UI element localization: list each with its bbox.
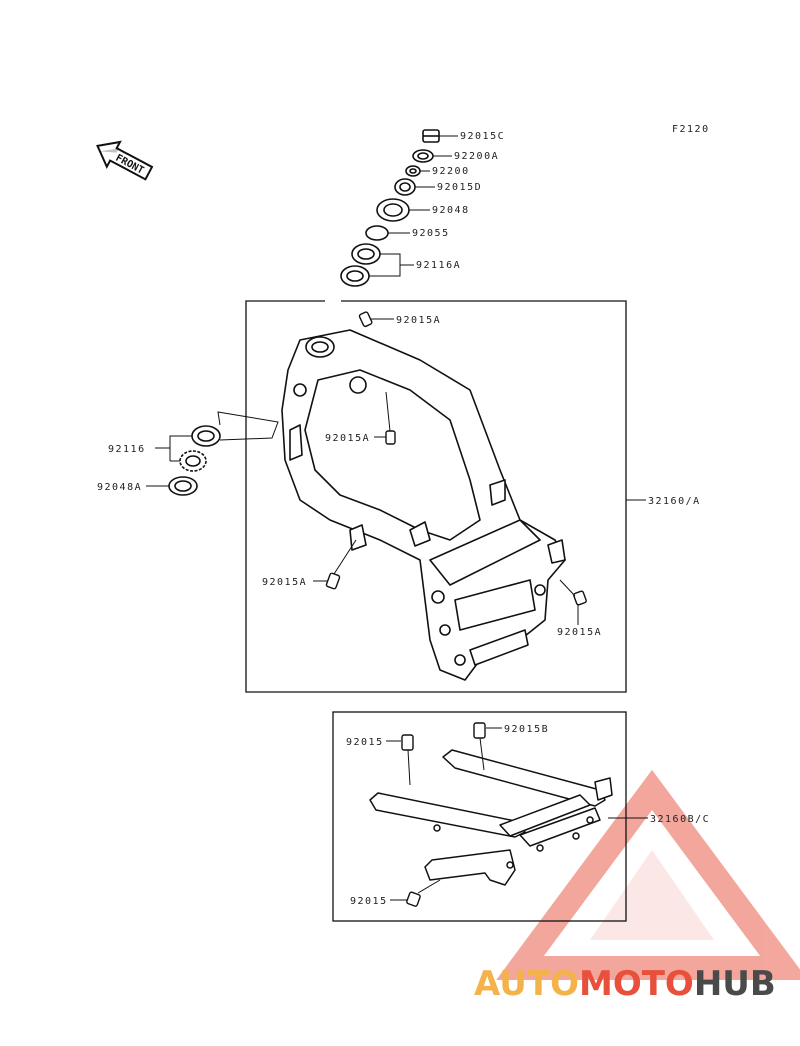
main-frame-32160a	[281, 329, 566, 681]
subframe-bolts	[401, 722, 486, 907]
top-leader-lines	[369, 135, 458, 277]
label-92116: 92116	[108, 444, 146, 455]
main-frame-box	[245, 300, 627, 693]
figure-ref-code: F2120	[672, 124, 710, 135]
steering-head-top-parts	[340, 129, 440, 287]
label-92200: 92200	[432, 166, 470, 177]
front-direction-arrow: FRONT	[96, 140, 154, 181]
watermark-hub: HUB	[694, 964, 776, 1004]
label-92015-sub-top: 92015	[346, 737, 384, 748]
steering-head-lower-parts	[168, 425, 221, 496]
subframe-box	[332, 711, 627, 922]
watermark-moto: MOTO	[579, 964, 694, 1004]
label-32160bc: 32160B/C	[650, 814, 710, 825]
frame-leader-lines	[146, 318, 646, 625]
subframe-32160bc	[369, 749, 613, 886]
label-92200a: 92200A	[454, 151, 499, 162]
label-92015a-left: 92015A	[262, 577, 307, 588]
label-92015a-right: 92015A	[557, 627, 602, 638]
label-92015a-top: 92015A	[396, 315, 441, 326]
label-32160a: 32160/A	[648, 496, 701, 507]
label-92015-sub-bottom: 92015	[350, 896, 388, 907]
subframe-leader-lines	[386, 727, 648, 901]
label-92116a: 92116A	[416, 260, 461, 271]
watermark-auto: AUTO	[474, 964, 579, 1004]
label-92048a: 92048A	[97, 482, 142, 493]
watermark-triangle-logo	[496, 769, 800, 980]
label-92048: 92048	[432, 205, 470, 216]
label-92015c: 92015C	[460, 131, 505, 142]
frame-bolts	[325, 311, 587, 606]
svg-text:AUTOMOTOHUB: AUTOMOTOHUB	[474, 964, 776, 1004]
watermark-text: AUTOMOTOHUB	[474, 964, 776, 1004]
label-92015d: 92015D	[437, 182, 482, 193]
label-92055: 92055	[412, 228, 450, 239]
oring-92055	[365, 225, 389, 241]
label-92015b: 92015B	[504, 724, 549, 735]
label-92015a-mid: 92015A	[325, 433, 370, 444]
